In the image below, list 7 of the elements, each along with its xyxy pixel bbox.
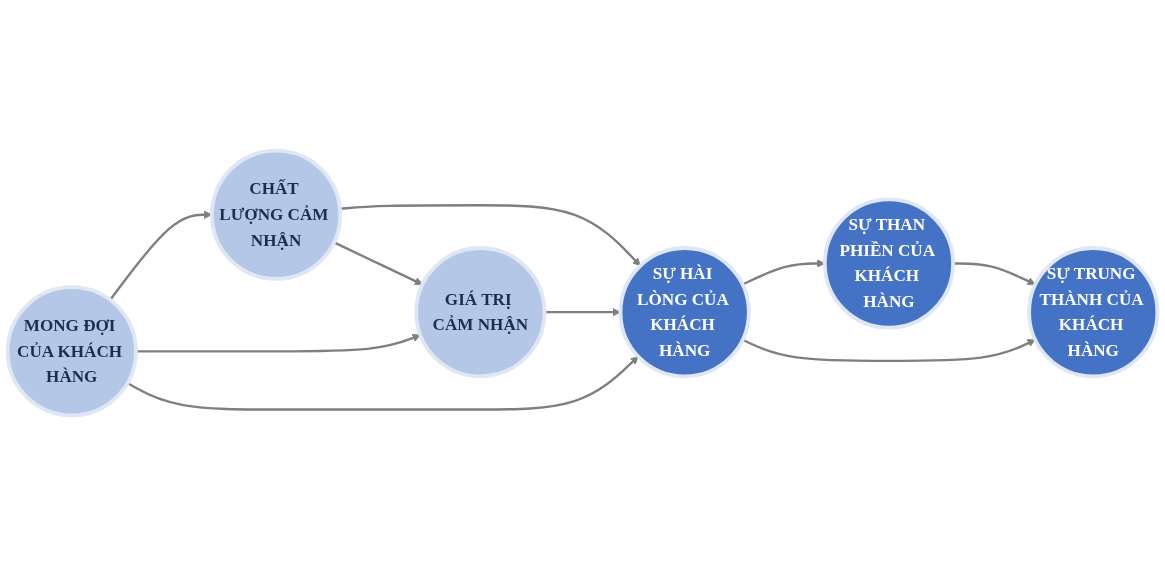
node-circle: SỰ TRUNG THÀNH CỦA KHÁCH HÀNG [1027,246,1160,379]
node-circle: SỰ HÀI LÒNG CỦA KHÁCH HÀNG [618,246,751,379]
node-circle: CHẤT LƯỢNG CẢM NHẬN [210,149,343,282]
arrow [742,339,1036,363]
node-circle: MONG ĐỢI CỦA KHÁCH HÀNG [5,285,138,418]
node-circle: SỰ THAN PHIỀN CỦA KHÁCH HÀNG [822,197,955,330]
node-circle: GIÁ TRỊ CẢM NHẬN [414,246,547,379]
